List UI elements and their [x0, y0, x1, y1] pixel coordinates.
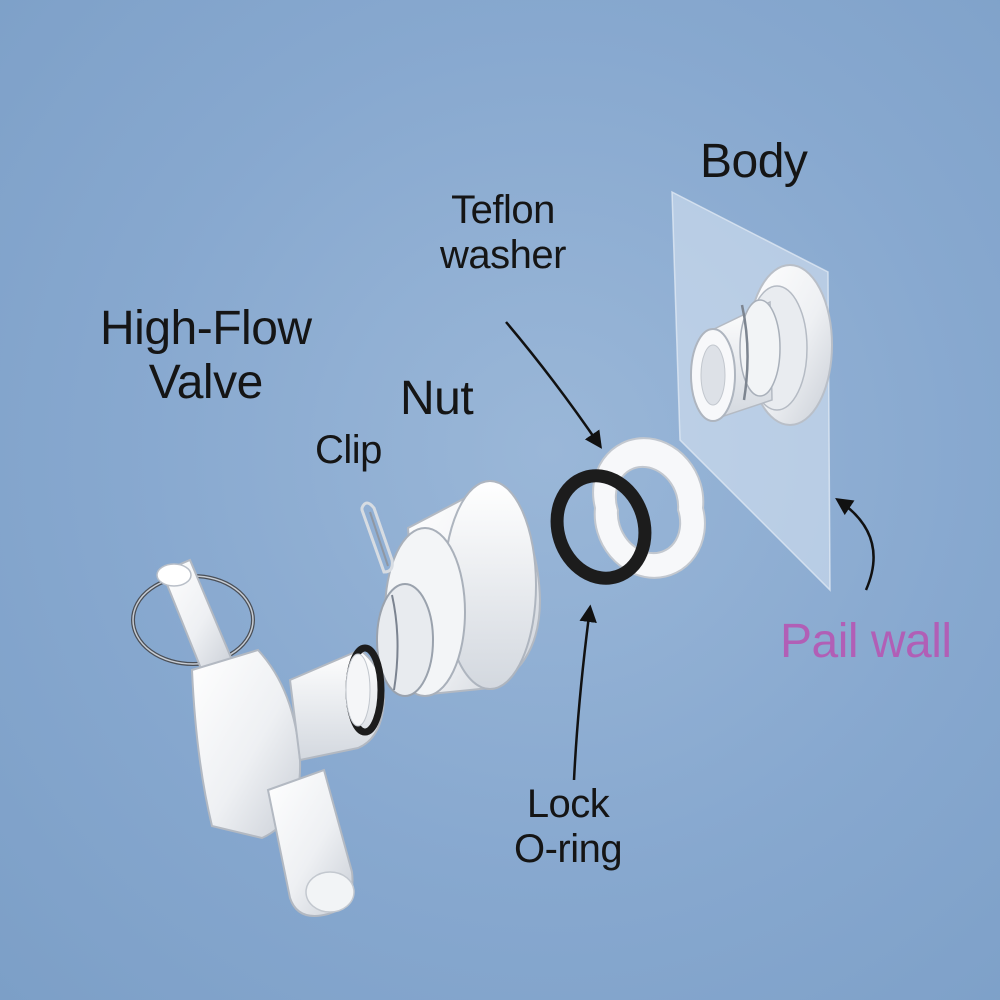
- pail-wall-label: Pail wall: [780, 615, 952, 669]
- teflon-washer-label-line1: Teflon: [440, 188, 566, 233]
- lock-o-ring-arrow: [574, 608, 590, 780]
- teflon-washer-label-line2: washer: [440, 233, 566, 278]
- teflon-washer: [593, 438, 705, 578]
- body-label: Body: [700, 135, 807, 189]
- high-flow-valve-label: High-Flow Valve: [100, 302, 312, 410]
- lock-o-ring-label-line2: O-ring: [514, 827, 622, 872]
- teflon-washer-arrow: [506, 322, 600, 446]
- lock-o-ring-label-line1: Lock: [514, 782, 622, 827]
- lock-o-ring-label: Lock O-ring: [514, 782, 622, 872]
- nut-label: Nut: [400, 372, 473, 426]
- teflon-washer-label: Teflon washer: [440, 188, 566, 278]
- clip-label: Clip: [315, 428, 382, 473]
- high-flow-valve: [133, 560, 384, 916]
- nut-part: [377, 481, 540, 696]
- high-flow-valve-label-line1: High-Flow: [100, 302, 312, 356]
- clip-part: [362, 503, 392, 572]
- pail-wall-arrow: [838, 500, 874, 590]
- high-flow-valve-label-line2: Valve: [100, 356, 312, 410]
